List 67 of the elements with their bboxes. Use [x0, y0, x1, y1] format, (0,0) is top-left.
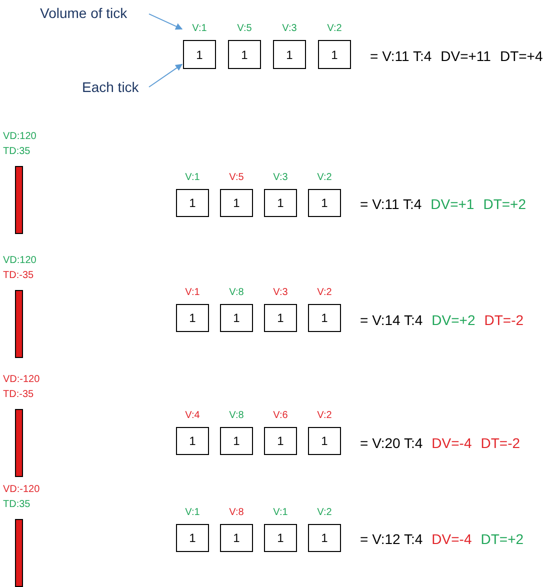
tick-box: 1	[308, 524, 341, 552]
delta-text: DT=+2	[480, 530, 524, 548]
tick-box: 1	[264, 189, 297, 217]
delta-label: TD:-35	[3, 388, 35, 402]
volume-label: V:2	[316, 506, 333, 519]
callout-text: Volume of tick	[40, 4, 128, 22]
tick-box: 1	[183, 40, 216, 69]
volume-label: V:8	[228, 409, 245, 422]
tick-box: 1	[176, 427, 209, 455]
volume-label: V:4	[184, 409, 201, 422]
volume-label: V:5	[236, 22, 253, 35]
total-text: = V:11 T:4	[370, 47, 432, 65]
volume-label: V:3	[272, 171, 289, 184]
delta-text: DV=+2	[432, 311, 476, 329]
total-text: = V:11 T:4	[360, 195, 422, 213]
callout-text: Each tick	[82, 78, 140, 96]
delta-label: VD:-120	[3, 373, 41, 387]
delta-text: DT=+2	[483, 195, 526, 213]
delta-text: DV=-4	[432, 530, 472, 548]
volume-label: V:2	[316, 286, 333, 299]
volume-label: V:2	[316, 171, 333, 184]
delta-text: DV=+1	[430, 195, 474, 213]
tick-box: 1	[308, 427, 341, 455]
volume-label: V:3	[281, 22, 298, 35]
tick-box: 1	[228, 40, 261, 69]
tick-box: 1	[176, 304, 209, 332]
tick-box: 1	[264, 524, 297, 552]
tick-box: 1	[308, 189, 341, 217]
volume-label: V:2	[316, 409, 333, 422]
volume-label: V:1	[272, 506, 289, 519]
tick-box: 1	[220, 189, 253, 217]
delta-text: DV=-4	[432, 434, 472, 452]
volume-label: V:2	[326, 22, 343, 35]
delta-label: VD:-120	[3, 483, 41, 497]
tick-box: 1	[273, 40, 306, 69]
delta-label: TD:35	[3, 145, 32, 159]
volume-label: V:8	[228, 286, 245, 299]
tick-box: 1	[308, 304, 341, 332]
volume-label: V:1	[191, 22, 208, 35]
delta-label: VD:120	[3, 254, 38, 268]
tick-box: 1	[318, 40, 351, 69]
arrow	[148, 64, 183, 88]
tick-box: 1	[264, 304, 297, 332]
delta-text: DV=+11	[440, 47, 491, 65]
total-text: = V:12 T:4	[360, 530, 423, 548]
tick-box: 1	[220, 524, 253, 552]
tick-box: 1	[220, 427, 253, 455]
total-text: = V:20 T:4	[360, 434, 423, 452]
total-text: = V:14 T:4	[360, 311, 423, 329]
delta-text: DT=+4	[500, 47, 543, 65]
delta-text: DT=-2	[480, 434, 520, 452]
volume-label: V:3	[272, 286, 289, 299]
delta-label: TD:-35	[3, 269, 35, 283]
volume-label: V:8	[228, 506, 245, 519]
delta-text: DT=-2	[484, 311, 524, 329]
arrow	[148, 13, 183, 30]
tick-box: 1	[176, 189, 209, 217]
volume-label: V:1	[184, 286, 201, 299]
delta-label: TD:35	[3, 498, 32, 512]
volume-label: V:6	[272, 409, 289, 422]
volume-label: V:5	[228, 171, 245, 184]
tick-box: 1	[264, 427, 297, 455]
tick-box: 1	[220, 304, 253, 332]
volume-label: V:1	[184, 171, 201, 184]
volume-label: V:1	[184, 506, 201, 519]
delta-label: VD:120	[3, 130, 38, 144]
tick-box: 1	[176, 524, 209, 552]
